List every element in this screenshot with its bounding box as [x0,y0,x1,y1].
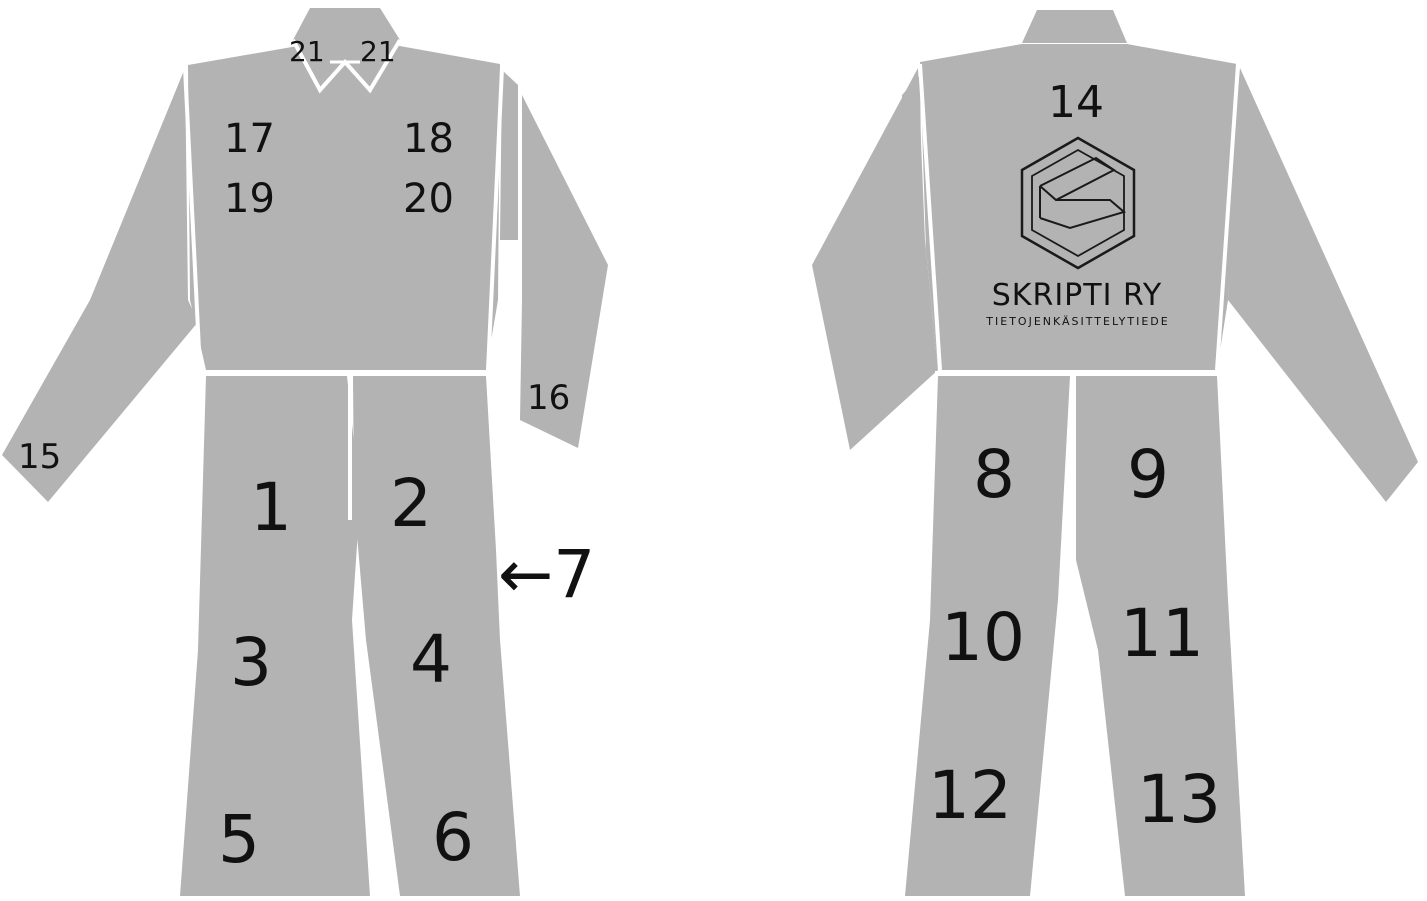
back-leg-mid-right-label: 11 [1120,595,1204,672]
front-left-leg [180,376,370,896]
chest-lower-left-label: 19 [224,176,275,222]
front-leg-low-right-label: 6 [432,799,474,876]
back-right-sleeve [1228,68,1418,502]
back-leg-upper-left-label: 8 [973,436,1015,513]
chest-upper-right-label: 18 [403,116,454,162]
logo-tagline-text: TIETOJENKÄSITTELYTIEDE [985,315,1169,328]
back-leg-low-right-label: 13 [1137,761,1221,838]
back-leg-upper-right-label: 9 [1127,436,1169,513]
back-collar [1022,10,1127,43]
back-upper-label: 14 [1048,77,1104,128]
front-leg-upper-left-label: 1 [250,469,292,546]
front-leg-mid-right-label: 4 [410,621,452,698]
back-leg-mid-left-label: 10 [941,599,1025,676]
back-left-sleeve-strip [902,75,922,240]
chest-lower-right-label: 20 [403,176,454,222]
front-view [2,8,608,896]
front-leg-mid-left-label: 3 [230,624,272,701]
back-view [812,10,1418,896]
side-pocket-arrow-label: ←7 [498,536,595,613]
logo-name-text: SKRIPTI RY [992,278,1162,313]
left-sleeve-label: 15 [18,437,61,477]
right-sleeve-label: 16 [527,378,570,418]
collar-right-label: 21 [360,35,396,68]
back-leg-low-left-label: 12 [928,757,1012,834]
chest-upper-left-label: 17 [224,116,275,162]
front-leg-upper-right-label: 2 [390,465,432,542]
front-leg-low-left-label: 5 [218,801,260,878]
collar-left-label: 21 [289,35,325,68]
